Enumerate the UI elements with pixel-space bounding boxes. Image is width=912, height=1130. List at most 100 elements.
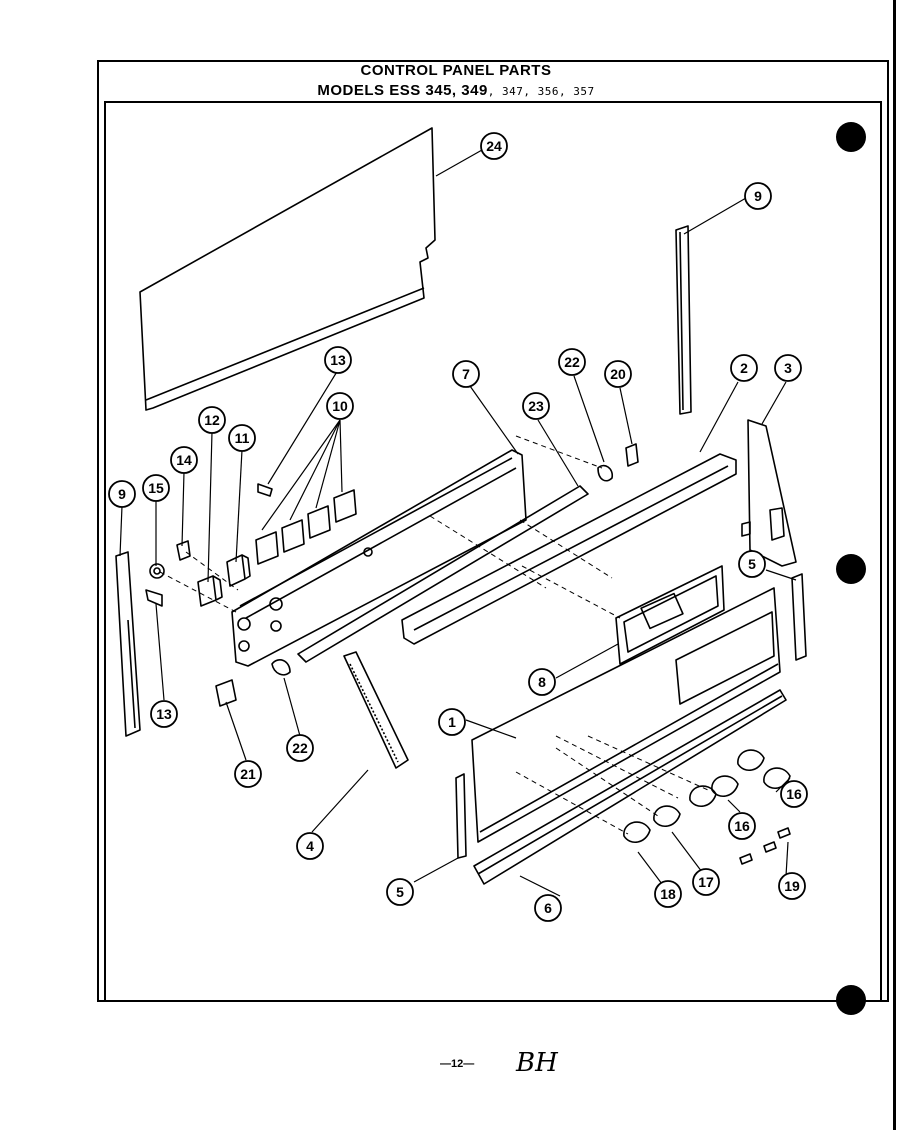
part-2-channel bbox=[401, 453, 737, 645]
part-22-cap-left bbox=[271, 659, 291, 676]
callout-number: 5 bbox=[748, 556, 756, 572]
callout-number: 3 bbox=[784, 360, 792, 376]
part-16-knob-d bbox=[689, 785, 717, 807]
callout-circle bbox=[386, 878, 414, 906]
callout-circle bbox=[692, 868, 720, 896]
callout-number: 9 bbox=[118, 486, 126, 502]
part-16-knob-a bbox=[763, 767, 791, 789]
part-23-rod bbox=[297, 485, 589, 663]
callout-16: 16 bbox=[728, 812, 756, 840]
callout-15: 15 bbox=[142, 474, 170, 502]
callout-circle bbox=[234, 760, 262, 788]
callout-circle bbox=[324, 346, 352, 374]
callout-circle bbox=[728, 812, 756, 840]
callout-4: 4 bbox=[296, 832, 324, 860]
part-11-block bbox=[226, 554, 251, 587]
diagram-frame bbox=[97, 60, 889, 1002]
callout-number: 12 bbox=[204, 412, 220, 428]
callout-number: 16 bbox=[786, 786, 802, 802]
part-5-left-strip bbox=[455, 773, 467, 859]
models-line: MODELS ESS 345, 349, 347, 356, 357 bbox=[0, 82, 912, 99]
callout-24: 24 bbox=[480, 132, 508, 160]
callout-2: 2 bbox=[730, 354, 758, 382]
callout-circle bbox=[522, 392, 550, 420]
callout-number: 1 bbox=[448, 714, 456, 730]
callout-number: 16 bbox=[734, 818, 750, 834]
part-19-screws bbox=[739, 827, 791, 865]
callout-13: 13 bbox=[150, 700, 178, 728]
callout-number: 22 bbox=[292, 740, 308, 756]
part-14-clip bbox=[176, 540, 191, 561]
callout-22: 22 bbox=[286, 734, 314, 762]
callout-number: 21 bbox=[240, 766, 256, 782]
callout-19: 19 bbox=[778, 872, 806, 900]
callout-number: 13 bbox=[156, 706, 172, 722]
part-12-block bbox=[197, 575, 223, 607]
part-9-right-strip bbox=[675, 225, 692, 415]
callout-circle bbox=[170, 446, 198, 474]
part-10-switches bbox=[255, 489, 357, 565]
callout-number: 14 bbox=[176, 452, 192, 468]
part-15-washer bbox=[149, 563, 165, 579]
callout-5: 5 bbox=[738, 550, 766, 578]
callout-circle bbox=[286, 734, 314, 762]
part-7-bracket bbox=[231, 449, 527, 667]
diagram-inner-frame bbox=[104, 101, 882, 1002]
handwritten-initials: BH bbox=[516, 1048, 558, 1078]
part-8-clock-bezel bbox=[615, 565, 725, 665]
callout-circle bbox=[108, 480, 136, 508]
part-21-clip bbox=[215, 679, 237, 707]
callout-number: 13 bbox=[330, 352, 346, 368]
callout-6: 6 bbox=[534, 894, 562, 922]
callout-circle bbox=[480, 132, 508, 160]
callout-number: 9 bbox=[754, 188, 762, 204]
callout-number: 20 bbox=[610, 366, 626, 382]
callout-circle bbox=[326, 392, 354, 420]
part-1-front-panel bbox=[471, 587, 781, 843]
callout-13: 13 bbox=[324, 346, 352, 374]
callout-circle bbox=[774, 354, 802, 382]
page-number: —12— bbox=[440, 1058, 475, 1070]
part-22-cap-right bbox=[597, 464, 614, 482]
callout-circle bbox=[738, 550, 766, 578]
part-20-clip bbox=[625, 443, 639, 467]
callout-circle bbox=[198, 406, 226, 434]
diagram-title: CONTROL PANEL PARTS bbox=[360, 62, 552, 79]
callout-23: 23 bbox=[522, 392, 550, 420]
part-13-left-clip bbox=[145, 589, 163, 607]
callout-circle bbox=[528, 668, 556, 696]
callout-number: 2 bbox=[740, 360, 748, 376]
callout-number: 23 bbox=[528, 398, 544, 414]
callout-9: 9 bbox=[744, 182, 772, 210]
part-4-filter bbox=[343, 651, 409, 769]
models-suffix: , 347, 356, 357 bbox=[487, 85, 595, 98]
callout-5: 5 bbox=[386, 878, 414, 906]
callout-circle bbox=[604, 360, 632, 388]
callout-10: 10 bbox=[326, 392, 354, 420]
callout-number: 24 bbox=[486, 138, 502, 154]
callout-3: 3 bbox=[774, 354, 802, 382]
callout-12: 12 bbox=[198, 406, 226, 434]
binder-hole-middle bbox=[836, 554, 866, 584]
callout-number: 10 bbox=[332, 398, 348, 414]
callout-circle bbox=[744, 182, 772, 210]
callout-1: 1 bbox=[438, 708, 466, 736]
part-24-panel bbox=[139, 127, 436, 411]
part-16-knob-c bbox=[711, 775, 739, 797]
callout-number: 6 bbox=[544, 900, 552, 916]
part-8-clock-display bbox=[640, 592, 684, 630]
callout-number: 11 bbox=[235, 430, 250, 446]
callout-circle bbox=[142, 474, 170, 502]
binder-hole-top bbox=[836, 122, 866, 152]
callout-22: 22 bbox=[558, 348, 586, 376]
callout-11: 11 bbox=[228, 424, 256, 452]
part-13-screw bbox=[257, 483, 273, 497]
callout-circle bbox=[730, 354, 758, 382]
callout-circle bbox=[438, 708, 466, 736]
sheet-edge bbox=[893, 0, 896, 1130]
part-24-fold bbox=[145, 287, 425, 401]
callout-circle bbox=[534, 894, 562, 922]
